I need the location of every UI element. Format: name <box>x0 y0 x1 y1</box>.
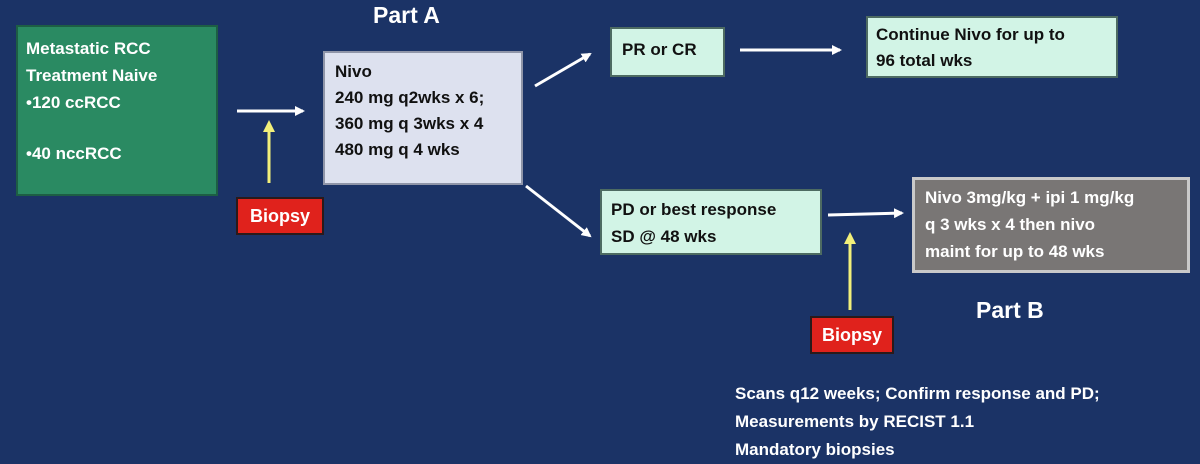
continue-box-line-1: Continue Nivo for up to <box>876 25 1065 44</box>
pd-box-line-2: SD @ 48 wks <box>611 227 717 246</box>
nivo-box-line-2: 240 mg q2wks x 6; <box>335 88 485 107</box>
start-box-line-1: Metastatic RCC <box>26 39 151 58</box>
arrow-pd-to-combo <box>827 208 904 219</box>
pd-sd-box: PD or best response SD @ 48 wks <box>600 189 822 255</box>
pd-box-line-1: PD or best response <box>611 200 777 219</box>
nivo-box-line-4: 480 mg q 4 wks <box>335 140 460 159</box>
notes-line-3: Mandatory biopsies <box>735 440 895 459</box>
start-box-line-4: •40 nccRCC <box>26 144 122 163</box>
combo-box-line-3: maint for up to 48 wks <box>925 242 1105 261</box>
combo-treatment-box: Nivo 3mg/kg + ipi 1 mg/kg q 3 wks x 4 th… <box>912 177 1190 273</box>
pr-cr-box: PR or CR <box>610 27 725 77</box>
combo-box-line-1: Nivo 3mg/kg + ipi 1 mg/kg <box>925 188 1135 207</box>
start-box-line-2: Treatment Naive <box>26 66 158 85</box>
continue-nivo-box: Continue Nivo for up to 96 total wks <box>866 16 1118 78</box>
nivo-box-line-1: Nivo <box>335 62 372 81</box>
nivo-box: Nivo 240 mg q2wks x 6; 360 mg q 3wks x 4… <box>323 51 523 185</box>
start-box: Metastatic RCC Treatment Naive •120 ccRC… <box>16 25 218 196</box>
pr-cr-box-text: PR or CR <box>622 40 697 59</box>
notes-line-2: Measurements by RECIST 1.1 <box>735 412 975 431</box>
arrow-nivo-to-pr <box>534 52 592 88</box>
continue-box-line-2: 96 total wks <box>876 51 973 70</box>
part-b-title: Part B <box>976 297 1044 323</box>
combo-box-line-2: q 3 wks x 4 then nivo <box>925 215 1096 234</box>
biopsy-label-part-b: Biopsy <box>810 316 894 354</box>
start-box-line-3: •120 ccRCC <box>26 93 121 112</box>
part-a-title: Part A <box>373 2 440 28</box>
arrow-nivo-to-pd <box>525 184 592 238</box>
biopsy-label-part-a: Biopsy <box>236 197 324 235</box>
nivo-box-line-3: 360 mg q 3wks x 4 <box>335 114 484 133</box>
notes-line-1: Scans q12 weeks; Confirm response and PD… <box>735 384 1100 403</box>
study-notes: Scans q12 weeks; Confirm response and PD… <box>735 380 1100 464</box>
